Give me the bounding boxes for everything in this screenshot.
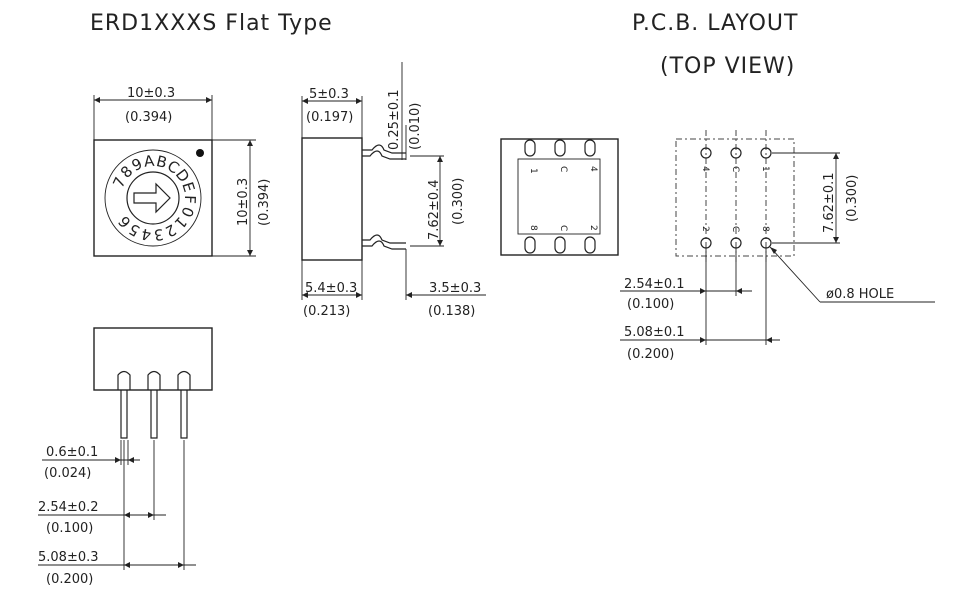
- pin-pitch-mm: 2.54±0.2: [38, 500, 99, 515]
- pcb-label-top-3: 1: [760, 166, 770, 172]
- dial-knob: [126, 171, 180, 225]
- pcb-label-bottom-1: 2: [700, 226, 710, 232]
- side-lead-mm: 3.5±0.3: [429, 281, 481, 296]
- front-height-mm: 10±0.3: [236, 178, 251, 226]
- front-view-body: [93, 139, 213, 257]
- lead-thickness-in: (0.010): [408, 103, 423, 150]
- dial-character: F: [181, 195, 199, 204]
- pin-pitch-in: (0.100): [46, 521, 93, 536]
- pcb-span-mm: 5.08±0.1: [624, 325, 685, 340]
- pin-span-mm: 5.08±0.3: [38, 550, 99, 565]
- pin-side-view: 0.6±0.1 (0.024) 2.54±0.2 (0.100) 5.08±0.…: [38, 327, 213, 587]
- pin-lead: [147, 370, 161, 439]
- index-dot-icon: [196, 149, 204, 157]
- bottom-pad: [524, 236, 536, 254]
- pcb-pitch-mm: 2.54±0.1: [624, 277, 685, 292]
- title-right-line2: (TOP VIEW): [660, 54, 795, 79]
- pcb-pitch-in: (0.100): [627, 297, 674, 312]
- side-depth-mm: 5±0.3: [309, 87, 349, 102]
- front-height-in: (0.394): [257, 179, 272, 226]
- bottom-pad: [554, 236, 566, 254]
- pin-view-body: [93, 327, 213, 391]
- pcb-label-bottom-3: 8: [760, 226, 770, 232]
- bottom-pad: [584, 139, 596, 157]
- side-depth-in: (0.197): [306, 110, 353, 125]
- row-pitch-in: (0.300): [451, 178, 466, 225]
- pin-label-top-3: 4: [588, 166, 598, 172]
- pin-label-bottom-3: 2: [588, 225, 598, 231]
- bottom-pad: [554, 139, 566, 157]
- pin-width-mm: 0.6±0.1: [46, 445, 98, 460]
- dial-character: A: [143, 152, 156, 171]
- side-lead-in: (0.138): [428, 304, 475, 319]
- pin-width-in: (0.024): [44, 466, 91, 481]
- lead-thickness-mm: 0.25±0.1: [387, 89, 402, 150]
- title-left: ERD1XXXS Flat Type: [90, 11, 333, 36]
- front-width-in: (0.394): [125, 110, 172, 125]
- pcb-row-mm: 7.62±0.1: [822, 172, 837, 233]
- pin-label-bottom-1: 8: [528, 225, 538, 231]
- dial-character: 4: [140, 225, 153, 244]
- pcb-hole: [730, 147, 742, 159]
- dial-character: B: [155, 152, 169, 172]
- pcb-layout: 4 C 1 2 C 8 7.62±0.1 (0.300) ø0.8 HOLE 2…: [620, 130, 935, 362]
- pcb-label-top-1: 4: [700, 166, 710, 172]
- pin-label-top-1: 1: [528, 168, 538, 174]
- pcb-row-in: (0.300): [845, 175, 860, 222]
- side-body-mm: 5.4±0.3: [305, 281, 357, 296]
- front-width-mm: 10±0.3: [127, 86, 175, 101]
- title-right-line1: P.C.B. LAYOUT: [632, 11, 798, 36]
- bottom-pad: [524, 139, 536, 157]
- pin-lead: [117, 370, 131, 439]
- side-view: 5±0.3 (0.197) 0.25±0.1 (0.010) 7.62±0.4 …: [301, 62, 486, 319]
- pcb-hole: [700, 147, 712, 159]
- bottom-view: 1 C 4 8 C 2: [500, 138, 619, 256]
- hole-label: ø0.8 HOLE: [826, 287, 894, 302]
- pcb-hole: [760, 147, 772, 159]
- row-pitch-mm: 7.62±0.4: [427, 179, 442, 240]
- pcb-label-bottom-2: C: [730, 226, 740, 232]
- pcb-label-top-2: C: [730, 166, 740, 172]
- pin-span-in: (0.200): [46, 572, 93, 587]
- dial-ring: [104, 149, 202, 247]
- pin-label-bottom-2: C: [558, 225, 568, 231]
- pin-label-top-2: C: [558, 166, 568, 172]
- side-view-body: [301, 137, 363, 261]
- dial-arrow-icon: [133, 182, 171, 214]
- pcb-span-in: (0.200): [627, 347, 674, 362]
- dial-character: 3: [153, 225, 165, 244]
- pin-lead: [177, 370, 191, 439]
- side-body-in: (0.213): [303, 304, 350, 319]
- bottom-pad: [584, 236, 596, 254]
- bottom-view-body: [500, 138, 619, 256]
